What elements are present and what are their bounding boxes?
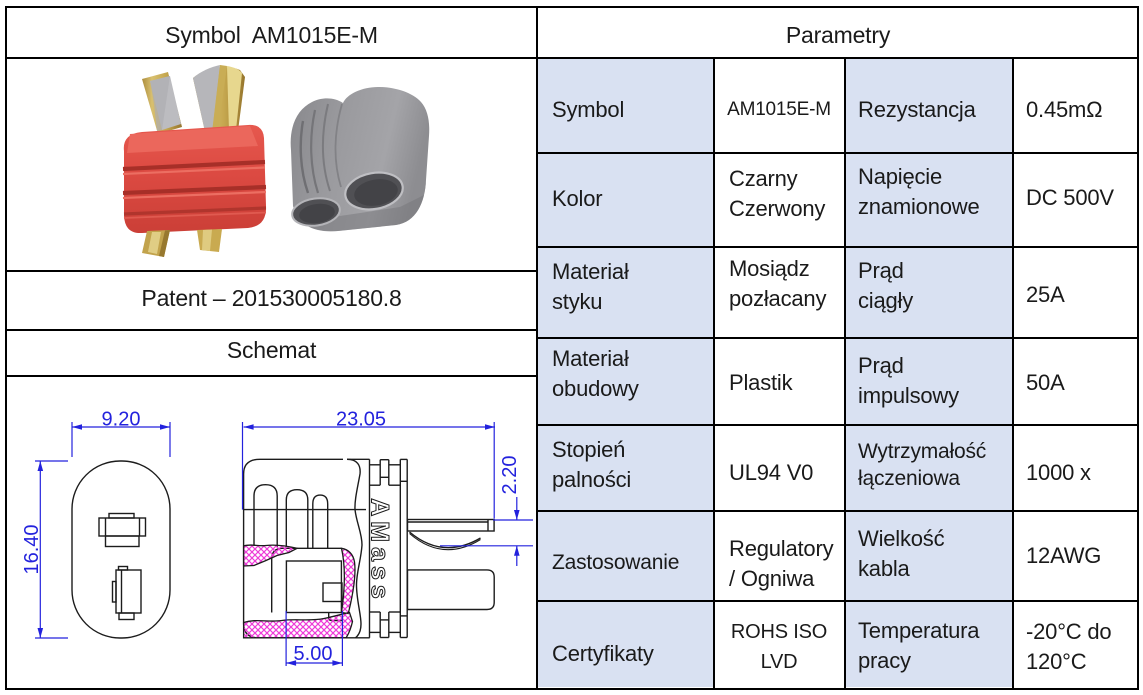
svg-text:16.40: 16.40 [21, 524, 43, 574]
svg-text:9.20: 9.20 [102, 409, 141, 431]
svg-text:AMass: AMass [366, 498, 394, 604]
svg-text:2.20: 2.20 [499, 456, 521, 495]
svg-text:23.05: 23.05 [336, 409, 386, 431]
svg-text:5.00: 5.00 [294, 643, 333, 665]
